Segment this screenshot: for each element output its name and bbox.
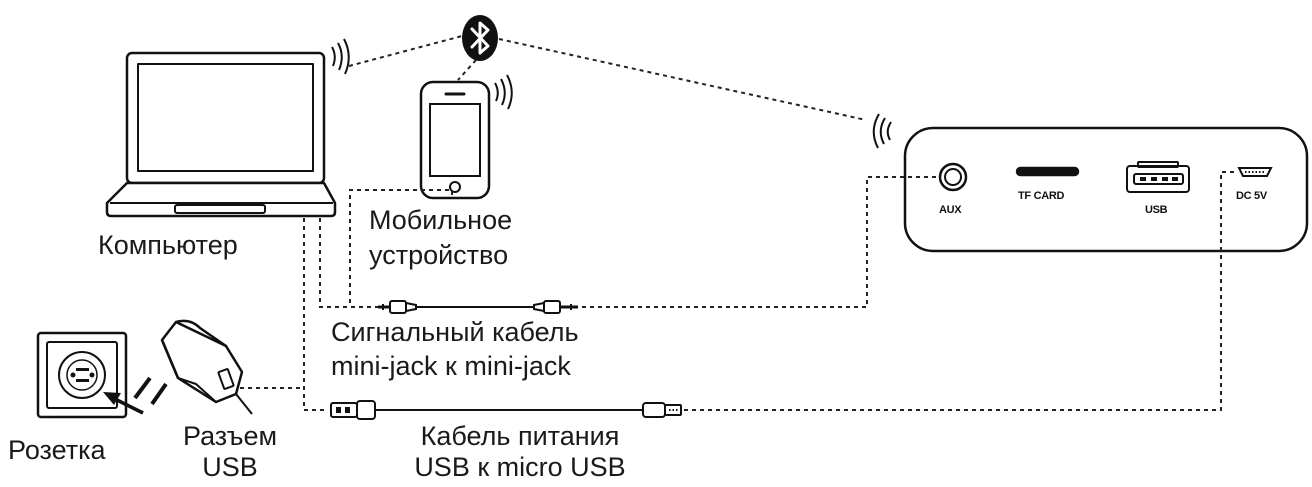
usb-adapter-label-line2: USB (202, 452, 258, 482)
tf-card-port-label: TF CARD (1018, 190, 1065, 202)
computer-label: Компьютер (98, 230, 238, 260)
usb-cable-icon (330, 400, 682, 420)
signal-cable-route (319, 176, 938, 308)
wireless-signal-icon (872, 113, 892, 149)
wireless-signal-icon (494, 74, 513, 110)
smartphone-icon (419, 80, 491, 200)
power-cable-route (240, 171, 1236, 411)
signal-cable-label-line1: Сигнальный кабель (331, 317, 579, 347)
usb-power-adapter-icon (133, 319, 253, 415)
speaker-icon (903, 126, 1309, 253)
usb-port-icon (1126, 161, 1190, 193)
aux-port-label: AUX (939, 204, 962, 216)
bluetooth-links (348, 35, 867, 121)
dc-port-label: DC 5V (1236, 190, 1267, 202)
dc-port-icon (1237, 167, 1273, 177)
signal-cable-label-line2: mini-jack к mini-jack (331, 351, 571, 381)
usb-adapter-label-line1: Разъем (182, 421, 278, 451)
bluetooth-icon (462, 15, 498, 61)
socket-label: Розетка (8, 435, 106, 465)
laptop-icon (105, 51, 337, 218)
mobile-device-label-line1: Мобильное (369, 205, 513, 235)
wall-socket-icon (36, 331, 128, 419)
aux-port-icon (938, 162, 968, 192)
power-cable-label-line2: USB к micro USB (414, 452, 626, 482)
mobile-device-label-line2: устройство (369, 240, 509, 270)
mini-jack-cable-icon (378, 300, 578, 314)
usb-port-label: USB (1145, 204, 1168, 216)
plug-in-arrow-icon (103, 392, 144, 415)
tf-card-slot-icon (1015, 166, 1080, 177)
wireless-signal-icon (331, 38, 350, 75)
power-cable-label-line1: Кабель питания (420, 421, 620, 451)
